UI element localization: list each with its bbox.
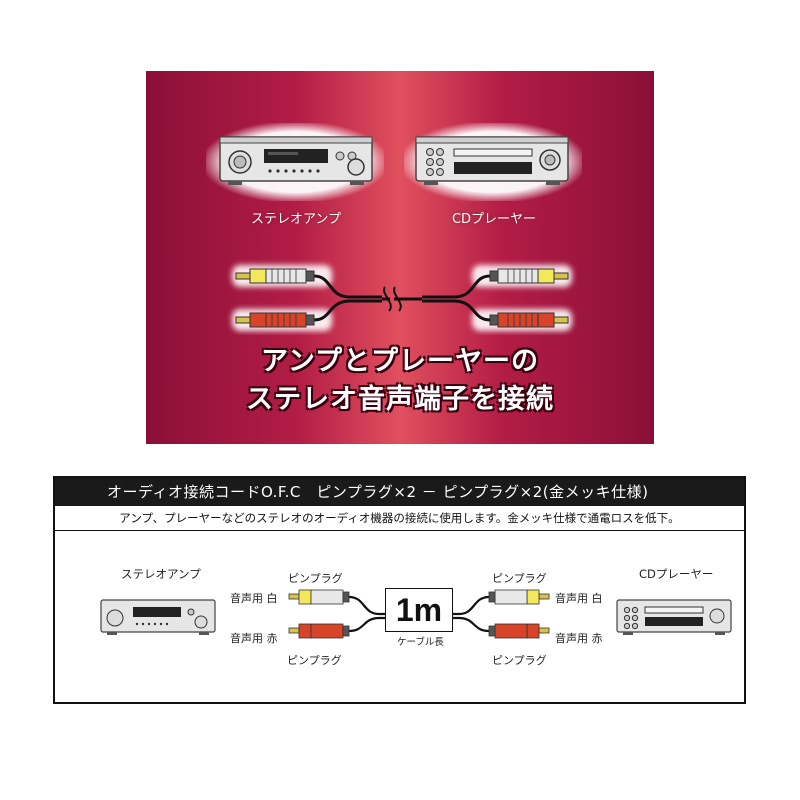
- rca-cable-illustration: [232, 265, 572, 331]
- spec-title: オーディオ接続コードO.F.C ピンプラグ×2 － ピンプラグ×2(金メッキ仕様…: [55, 478, 744, 506]
- right-device-label: CDプレーヤー: [639, 567, 714, 581]
- pin-plug-label-bottom-right: ピンプラグ: [492, 654, 547, 667]
- cd-label: CDプレーヤー: [451, 212, 537, 227]
- audio-red-label-right: 音声用 赤: [555, 632, 603, 645]
- pin-plug-label-top-left: ピンプラグ: [288, 572, 343, 585]
- cable-diagram: [288, 589, 550, 639]
- cable-length-value: 1m: [395, 592, 443, 628]
- headline-line-1: アンプとプレーヤーの: [260, 346, 540, 377]
- left-device-label: ステレオアンプ: [121, 567, 201, 581]
- amp-label: ステレオアンプ: [250, 212, 342, 227]
- headline: アンプとプレーヤーの ステレオ音声端子を接続: [146, 343, 654, 419]
- audio-white-label-left: 音声用 白: [230, 592, 278, 605]
- cd-player-illustration: [415, 136, 569, 185]
- spec-description: アンプ、プレーヤーなどのステレオのオーディオ機器の接続に使用します。金メッキ仕様…: [55, 506, 744, 531]
- cable-length-label: ケーブル長: [397, 637, 444, 648]
- pin-plug-label-bottom-left: ピンプラグ: [287, 654, 342, 667]
- cable-length-badge: 1m: [385, 588, 453, 632]
- pin-plug-label-top-right: ピンプラグ: [492, 572, 547, 585]
- stereo-amp-illustration: [219, 136, 373, 185]
- audio-white-label-right: 音声用 白: [555, 592, 603, 605]
- stereo-amp-icon: [100, 599, 216, 635]
- audio-red-label-left: 音声用 赤: [230, 632, 278, 645]
- headline-line-2: ステレオ音声端子を接続: [246, 384, 554, 415]
- cd-player-icon: [616, 599, 732, 635]
- spec-panel: オーディオ接続コードO.F.C ピンプラグ×2 － ピンプラグ×2(金メッキ仕様…: [53, 476, 746, 704]
- product-banner: ステレオアンプ CDプレーヤー: [146, 71, 654, 444]
